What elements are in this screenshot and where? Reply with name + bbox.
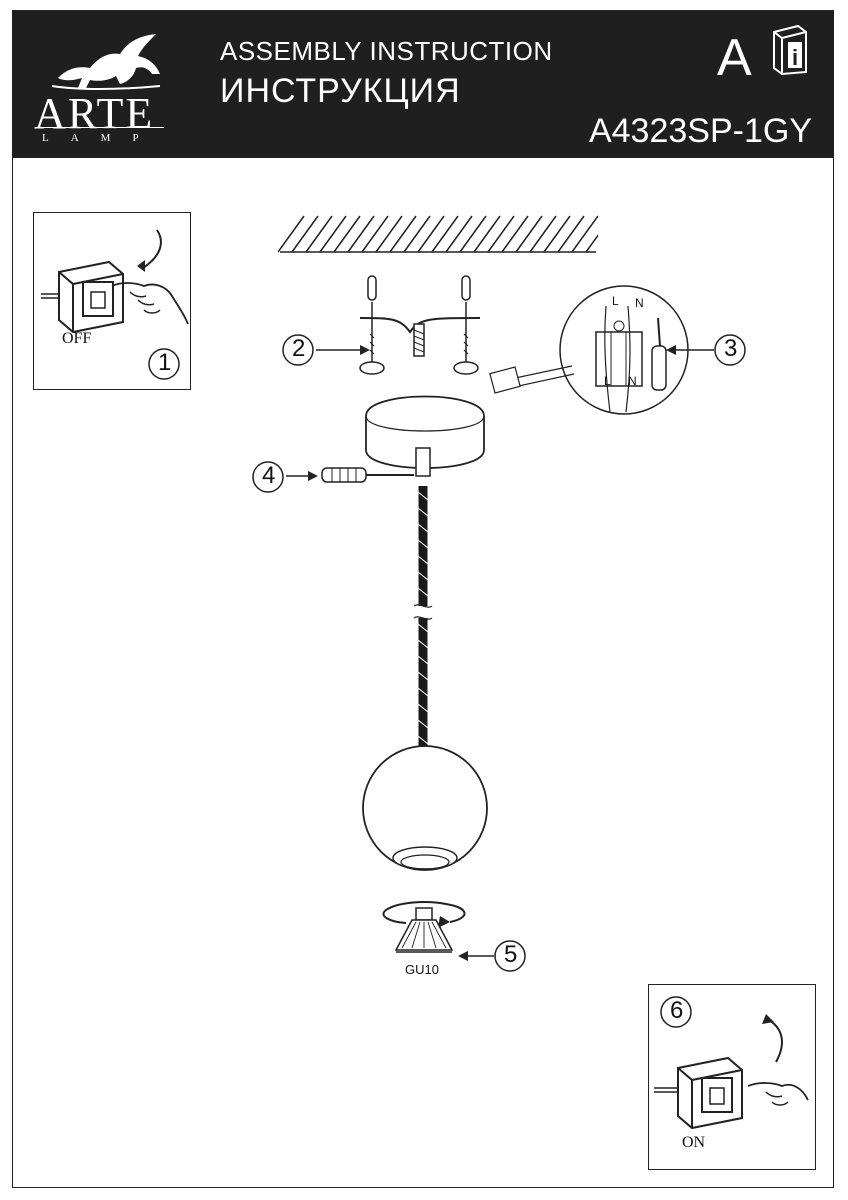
hatch-line [278,215,305,253]
pendant-cord [413,486,433,752]
neutral-label-top: N [635,296,644,310]
bulb-icon [394,907,454,953]
globe-shade [362,745,488,871]
hatch-line [417,215,445,253]
hatch-line [515,215,543,253]
header-bar [12,10,834,158]
wiring-detail [489,285,689,415]
step-6-number: 6 [670,997,684,1024]
mounting-bracket [359,275,481,375]
hatch-line [459,215,487,253]
ceiling-hatch [278,215,598,253]
hatch-line [431,215,459,253]
step-4-badge [252,461,284,493]
brand-subtitle: LAMP [42,132,161,144]
step-1-number: 1 [158,349,172,376]
hatch-line [403,215,431,253]
light-switch-on-icon [654,1014,809,1130]
hatch-line [571,215,598,253]
hatch-line [585,234,598,253]
title-russian: ИНСТРУКЦИЯ [220,72,461,110]
on-label: ON [682,1134,706,1151]
step-6-badge [660,996,692,1028]
hatch-line [445,215,473,253]
light-switch-icon [41,229,162,334]
hatch-line [291,215,319,253]
svg-text:i: i [792,45,798,70]
step-1-badge [148,348,180,380]
step-6-panel [648,984,816,1170]
step-3-arrow [666,345,714,355]
bulb-type-label: GU10 [405,962,439,977]
step-4-arrow [286,471,318,481]
hatch-line [487,215,515,253]
language-badge: A [717,29,752,87]
hatch-line [389,215,417,253]
hand-icon [111,282,189,325]
step-2-badge [282,334,314,366]
step-5-arrow [458,951,494,961]
step-2-arrow [316,345,370,355]
hatch-line [529,215,557,253]
hatch-line [305,215,333,253]
hatch-line [501,215,529,253]
hatch-line [361,215,389,253]
hatch-line [375,215,403,253]
info-book-icon: i [773,24,807,76]
neutral-label-bottom: N [628,374,637,388]
hatch-line [347,215,375,253]
rotate-arrow-icon [382,901,466,928]
brand-divider [40,127,164,128]
screwdriver-icon [321,467,414,483]
step-3-number: 3 [724,335,738,362]
step-3-badge [714,334,746,366]
title-english: ASSEMBLY INSTRUCTION [220,36,553,66]
step-2-number: 2 [292,335,306,362]
hatch-line [557,215,585,253]
hatch-line [473,215,501,253]
griffin-logo-icon [51,34,161,90]
live-label-top: L [612,294,619,308]
off-label: OFF [62,330,92,347]
hatch-line [319,215,347,253]
brand-name: ARTE [34,89,155,138]
step-4-number: 4 [262,462,276,489]
hatch-line [543,215,571,253]
page-frame [12,10,834,1188]
live-label-bottom: L [604,374,611,388]
ceiling-canopy [365,395,485,477]
hatch-line [333,215,361,253]
step-5-badge [494,940,526,972]
step-5-number: 5 [504,941,518,968]
model-number: A4323SP-1GY [588,112,812,150]
